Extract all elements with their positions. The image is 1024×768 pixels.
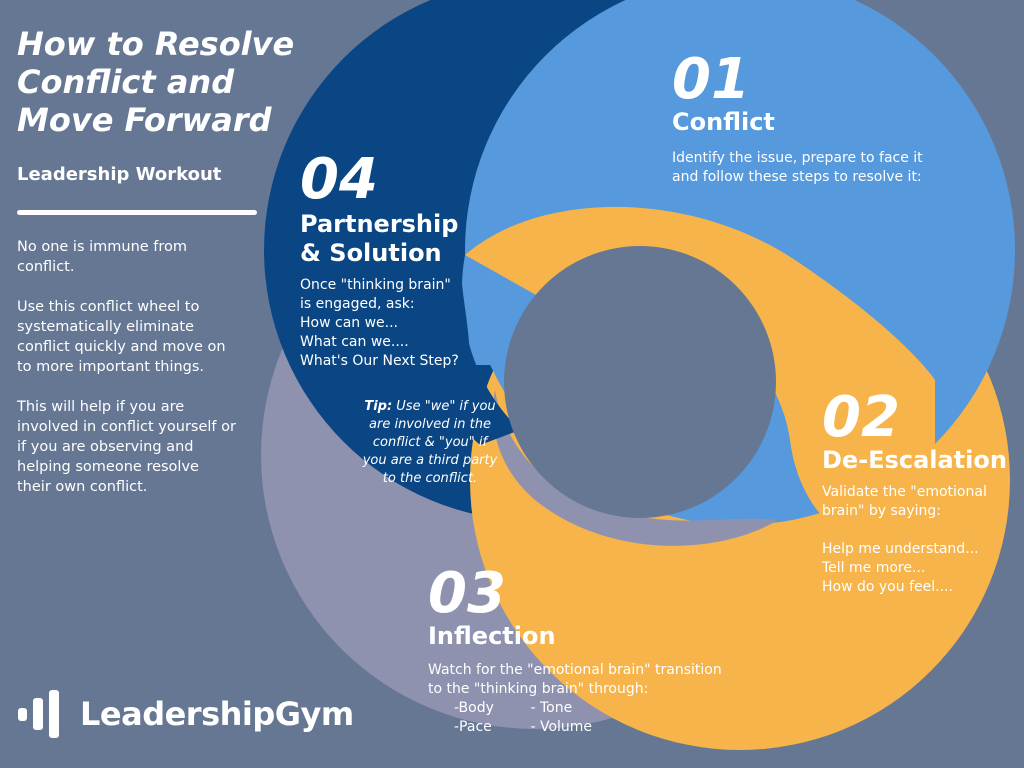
de-escalation-line-1: Validate the "emotional (822, 484, 987, 500)
title-divider (17, 210, 257, 215)
center-hub (504, 246, 776, 518)
step-number: 04 (300, 147, 378, 212)
step-number: 01 (672, 47, 750, 112)
page-title: How to Resolve Conflict and Move Forward (17, 25, 307, 139)
conflict-description-line-1: Identify the issue, prepare to face it (672, 150, 923, 166)
inflection-list-row-2: -Pace - Volume (428, 718, 738, 737)
title-line-1: How to Resolve (17, 25, 295, 63)
partnership-title-line-2: & Solution (300, 239, 442, 267)
inflection-list-item: -Body (454, 700, 494, 716)
de-escalation-line-2: brain" by saying: (822, 503, 942, 519)
logo-text: LeadershipGym (80, 695, 354, 733)
partnership-inner-arc (424, 253, 520, 445)
step-number: 02 (822, 385, 900, 450)
inflection-line-1: Watch for the "emotional brain" transiti… (428, 662, 722, 678)
step-de-escalation: 02 De-Escalation Validate the "emotional… (822, 390, 1012, 597)
step-partnership-solution: 04 Partnership & Solution Once "thinking… (300, 152, 480, 371)
step-description: Once "thinking brain" is engaged, ask: H… (300, 276, 480, 371)
step-title: Partnership & Solution (300, 210, 480, 268)
partnership-line-5: What's Our Next Step? (300, 353, 459, 369)
leadershipgym-logo: LeadershipGym (18, 690, 354, 738)
partnership-line-1: Once "thinking brain" (300, 277, 451, 293)
tip-label: Tip: (364, 399, 393, 414)
inflection-inner-arc (493, 390, 778, 546)
inflection-line-2: to the "thinking brain" through: (428, 681, 649, 697)
inflection-list-row-1: -Body - Tone (428, 699, 738, 718)
intro-paragraph-1: No one is immune from conflict. (17, 239, 188, 275)
partnership-line-4: What can we.... (300, 334, 409, 350)
step-inflection: 03 Inflection Watch for the "emotional b… (428, 566, 738, 737)
tip-callout: Tip: Use "we" if you are involved in the… (360, 398, 500, 488)
de-escalation-line-6: How do you feel.... (822, 579, 953, 595)
inflection-list-item: - Tone (530, 700, 573, 716)
inflection-list-item: - Volume (530, 719, 593, 735)
partnership-line-2: is engaged, ask: (300, 296, 415, 312)
de-escalation-inner-arc (465, 206, 935, 561)
conflict-description-line-2: and follow these steps to resolve it: (672, 169, 922, 185)
step-conflict: 01 Conflict Identify the issue, prepare … (672, 52, 972, 187)
title-line-2: Conflict and (17, 63, 235, 101)
inflection-list-item: -Pace (454, 719, 492, 735)
intro-paragraph-3: This will help if you are involved in co… (17, 399, 236, 495)
intro-text: No one is immune from conflict. Use this… (17, 237, 237, 497)
step-number: 03 (428, 561, 506, 626)
conflict-inner-arc (461, 255, 520, 365)
step-title: Inflection (428, 622, 556, 650)
partnership-title-line-1: Partnership (300, 210, 459, 238)
left-panel: How to Resolve Conflict and Move Forward… (17, 25, 307, 517)
tip-text: Use "we" if you are involved in the conf… (362, 399, 498, 486)
step-title: De-Escalation (822, 446, 1007, 474)
step-description: Identify the issue, prepare to face it a… (672, 149, 972, 187)
title-line-3: Move Forward (17, 101, 272, 139)
step-description: Validate the "emotional brain" by saying… (822, 483, 1012, 597)
de-escalation-line-5: Tell me more... (822, 560, 926, 576)
step-title: Conflict (672, 108, 775, 136)
partnership-line-3: How can we... (300, 315, 399, 331)
step-description: Watch for the "emotional brain" transiti… (428, 661, 738, 737)
de-escalation-spacer (822, 521, 1012, 540)
subtitle: Leadership Workout (17, 164, 222, 185)
de-escalation-line-4: Help me understand... (822, 541, 979, 557)
intro-paragraph-2: Use this conflict wheel to systematicall… (17, 299, 226, 375)
bars-logo-icon (18, 690, 68, 738)
